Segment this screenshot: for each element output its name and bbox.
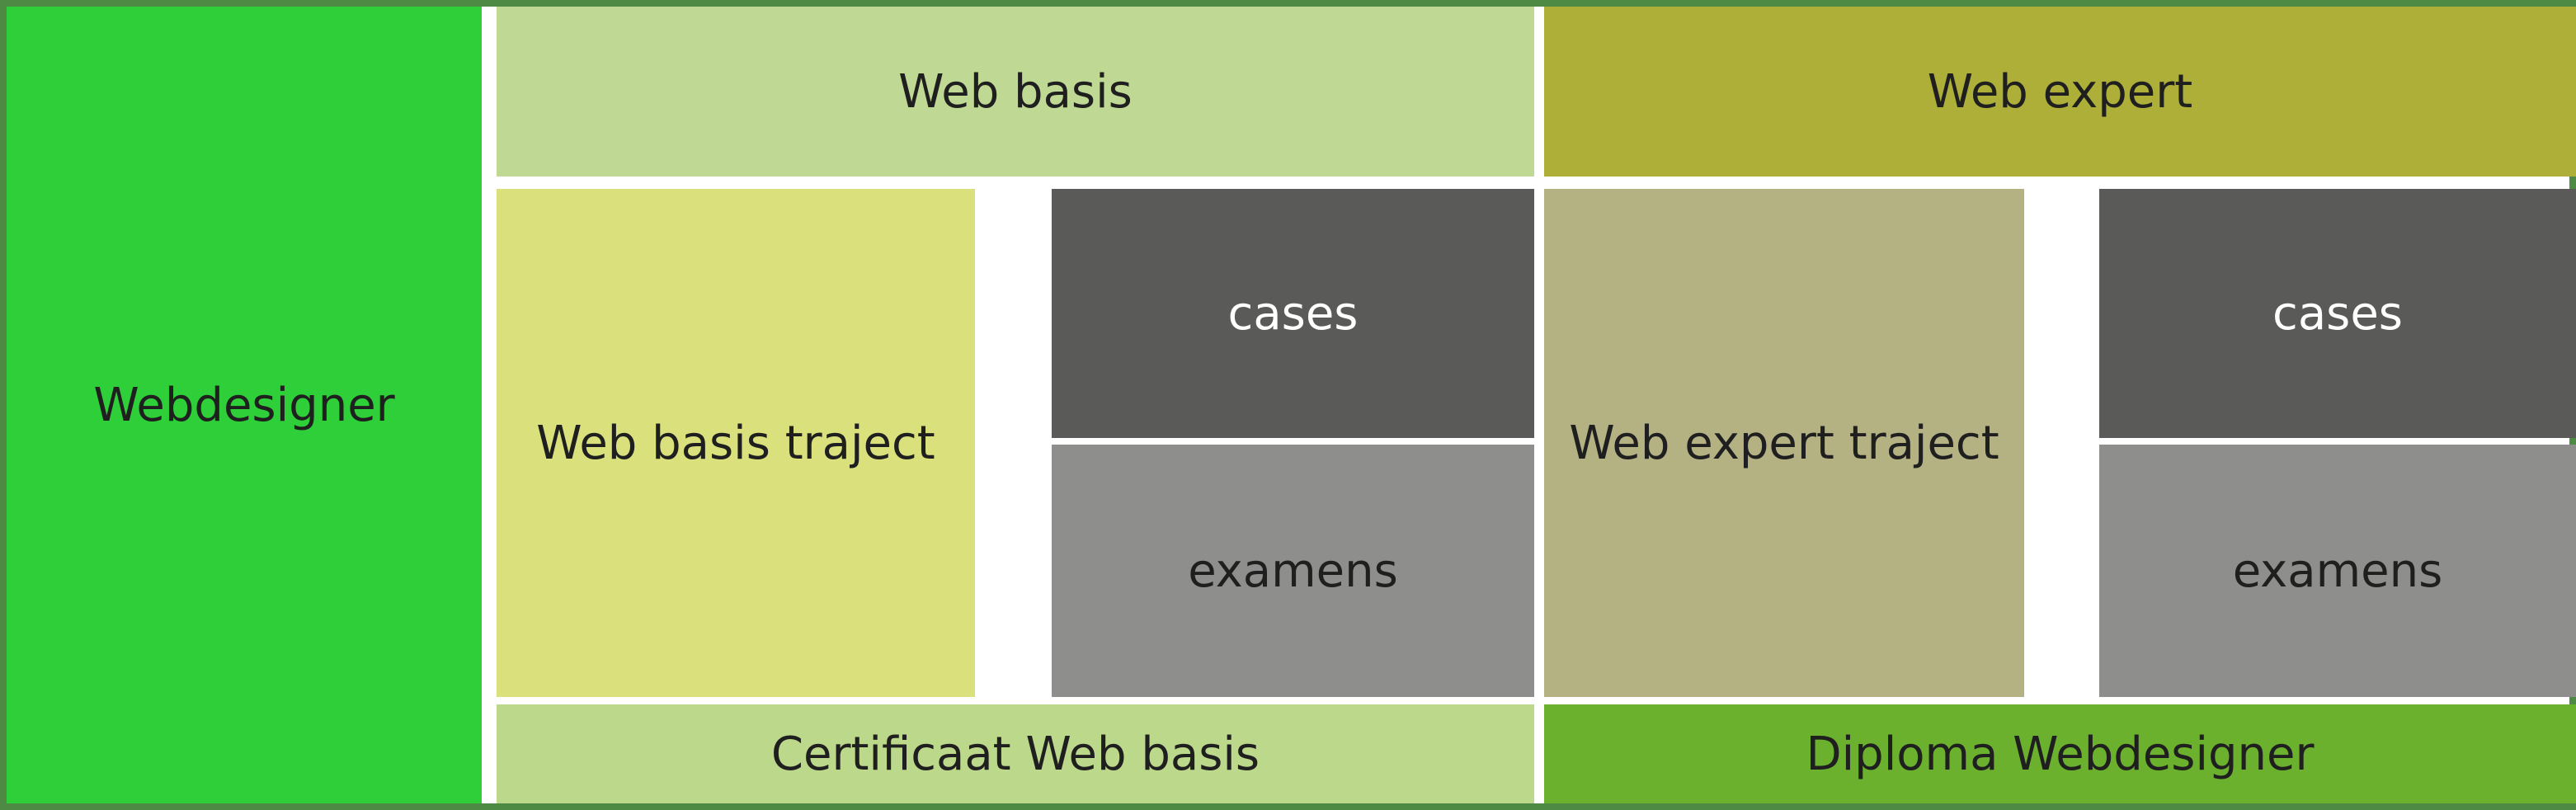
web-expert-cases-block: cases — [2099, 189, 2576, 438]
web-expert-traject-label: Web expert traject — [1569, 416, 1999, 470]
web-basis-header-label: Web basis — [898, 64, 1133, 119]
web-expert-header-label: Web expert — [1927, 64, 2193, 119]
web-expert-examens-block: examens — [2099, 445, 2576, 697]
role-webdesigner-block: Webdesigner — [7, 7, 482, 803]
web-expert-traject-block: Web expert traject — [1544, 189, 2024, 697]
diploma-webdesigner-footer: Diploma Webdesigner — [1544, 704, 2576, 803]
web-expert-examens-label: examens — [2232, 544, 2443, 598]
certificaat-web-basis-footer: Certificaat Web basis — [497, 704, 1534, 803]
web-basis-header: Web basis — [497, 7, 1534, 177]
web-basis-examens-label: examens — [1188, 544, 1398, 598]
web-basis-cases-label: cases — [1227, 286, 1359, 341]
web-basis-traject-block: Web basis traject — [497, 189, 975, 697]
diploma-webdesigner-label: Diploma Webdesigner — [1806, 727, 2315, 781]
role-webdesigner-label: Webdesigner — [93, 378, 395, 432]
web-basis-traject-label: Web basis traject — [536, 416, 935, 470]
web-expert-cases-label: cases — [2272, 286, 2403, 341]
certificaat-web-basis-label: Certificaat Web basis — [770, 727, 1260, 781]
web-expert-header: Web expert — [1544, 7, 2576, 177]
web-basis-cases-block: cases — [1052, 189, 1534, 438]
web-basis-examens-block: examens — [1052, 445, 1534, 697]
